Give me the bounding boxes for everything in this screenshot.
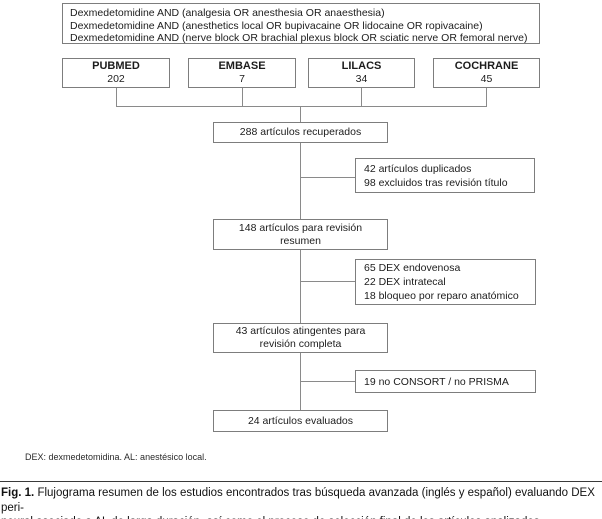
database-name: PUBMED: [92, 60, 140, 72]
database-count: 45: [480, 73, 493, 85]
database-box-cochrane: COCHRANE 45: [433, 58, 540, 88]
figure-caption: Fig. 1. Flujograma resumen de los estudi…: [1, 486, 601, 519]
figure-caption-label: Fig. 1.: [1, 487, 35, 499]
caption-divider: [0, 481, 602, 482]
connector-line: [300, 143, 301, 219]
connector-line: [300, 250, 301, 323]
connector-line: [116, 106, 487, 107]
database-count: 7: [239, 73, 245, 85]
figure-caption-text: Flujograma resumen de los estudios encon…: [1, 487, 595, 519]
database-box-embase: EMBASE 7: [188, 58, 296, 88]
connector-line: [300, 177, 355, 178]
database-count: 202: [107, 73, 125, 85]
connector-line: [242, 88, 243, 106]
flow-box-full-review: 43 artículos atingentes para revisión co…: [213, 323, 388, 353]
connector-line: [300, 381, 355, 382]
exclusion-box-duplicates-title: 42 artículos duplicados 98 excluidos tra…: [355, 158, 535, 193]
database-name: COCHRANE: [454, 60, 519, 72]
flow-box-abstract-review: 148 artículos para revisión resumen: [213, 219, 388, 250]
search-terms-box: Dexmedetomidine AND (analgesia OR anesth…: [62, 3, 540, 44]
database-name: LILACS: [341, 60, 382, 72]
flow-box-retrieved: 288 artículos recuperados: [213, 122, 388, 143]
connector-line: [361, 88, 362, 106]
database-name: EMBASE: [218, 60, 266, 72]
database-box-lilacs: LILACS 34: [308, 58, 415, 88]
database-box-pubmed: PUBMED 202: [62, 58, 170, 88]
connector-line: [300, 281, 355, 282]
connector-line: [300, 106, 301, 122]
exclusion-box-no-consort-prisma: 19 no CONSORT / no PRISMA: [355, 370, 536, 393]
flow-box-evaluated: 24 artículos evaluados: [213, 410, 388, 432]
exclusion-box-dex-routes: 65 DEX endovenosa 22 DEX intratecal 18 b…: [355, 259, 536, 305]
connector-line: [116, 88, 117, 106]
connector-line: [486, 88, 487, 106]
abbreviations-footnote: DEX: dexmedetomidina. AL: anestésico loc…: [25, 452, 207, 462]
database-count: 34: [355, 73, 368, 85]
